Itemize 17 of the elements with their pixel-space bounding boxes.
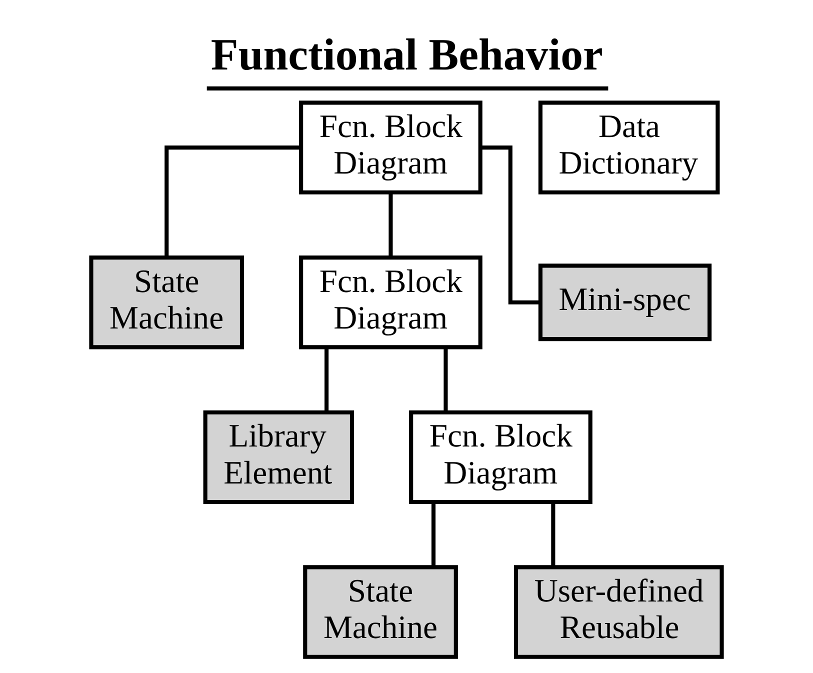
node-box: Fcn. Block Diagram (299, 100, 482, 194)
connector (324, 347, 329, 412)
node-box: Fcn. Block Diagram (409, 410, 592, 504)
node-box: Mini-spec (538, 263, 712, 341)
node-box: State Machine (303, 564, 458, 658)
node-box: User-defined Reusable (514, 564, 724, 658)
node-box: Data Dictionary (538, 100, 720, 194)
connector (444, 347, 448, 412)
node-box: Fcn. Block Diagram (299, 255, 482, 349)
connector (480, 145, 540, 304)
diagram-title: Functional Behavior (210, 28, 603, 79)
node-box: State Machine (89, 255, 244, 349)
connector (551, 502, 556, 566)
node-box: Library Element (203, 410, 354, 504)
connector (431, 502, 436, 566)
connector (164, 145, 301, 256)
connector (388, 192, 393, 257)
